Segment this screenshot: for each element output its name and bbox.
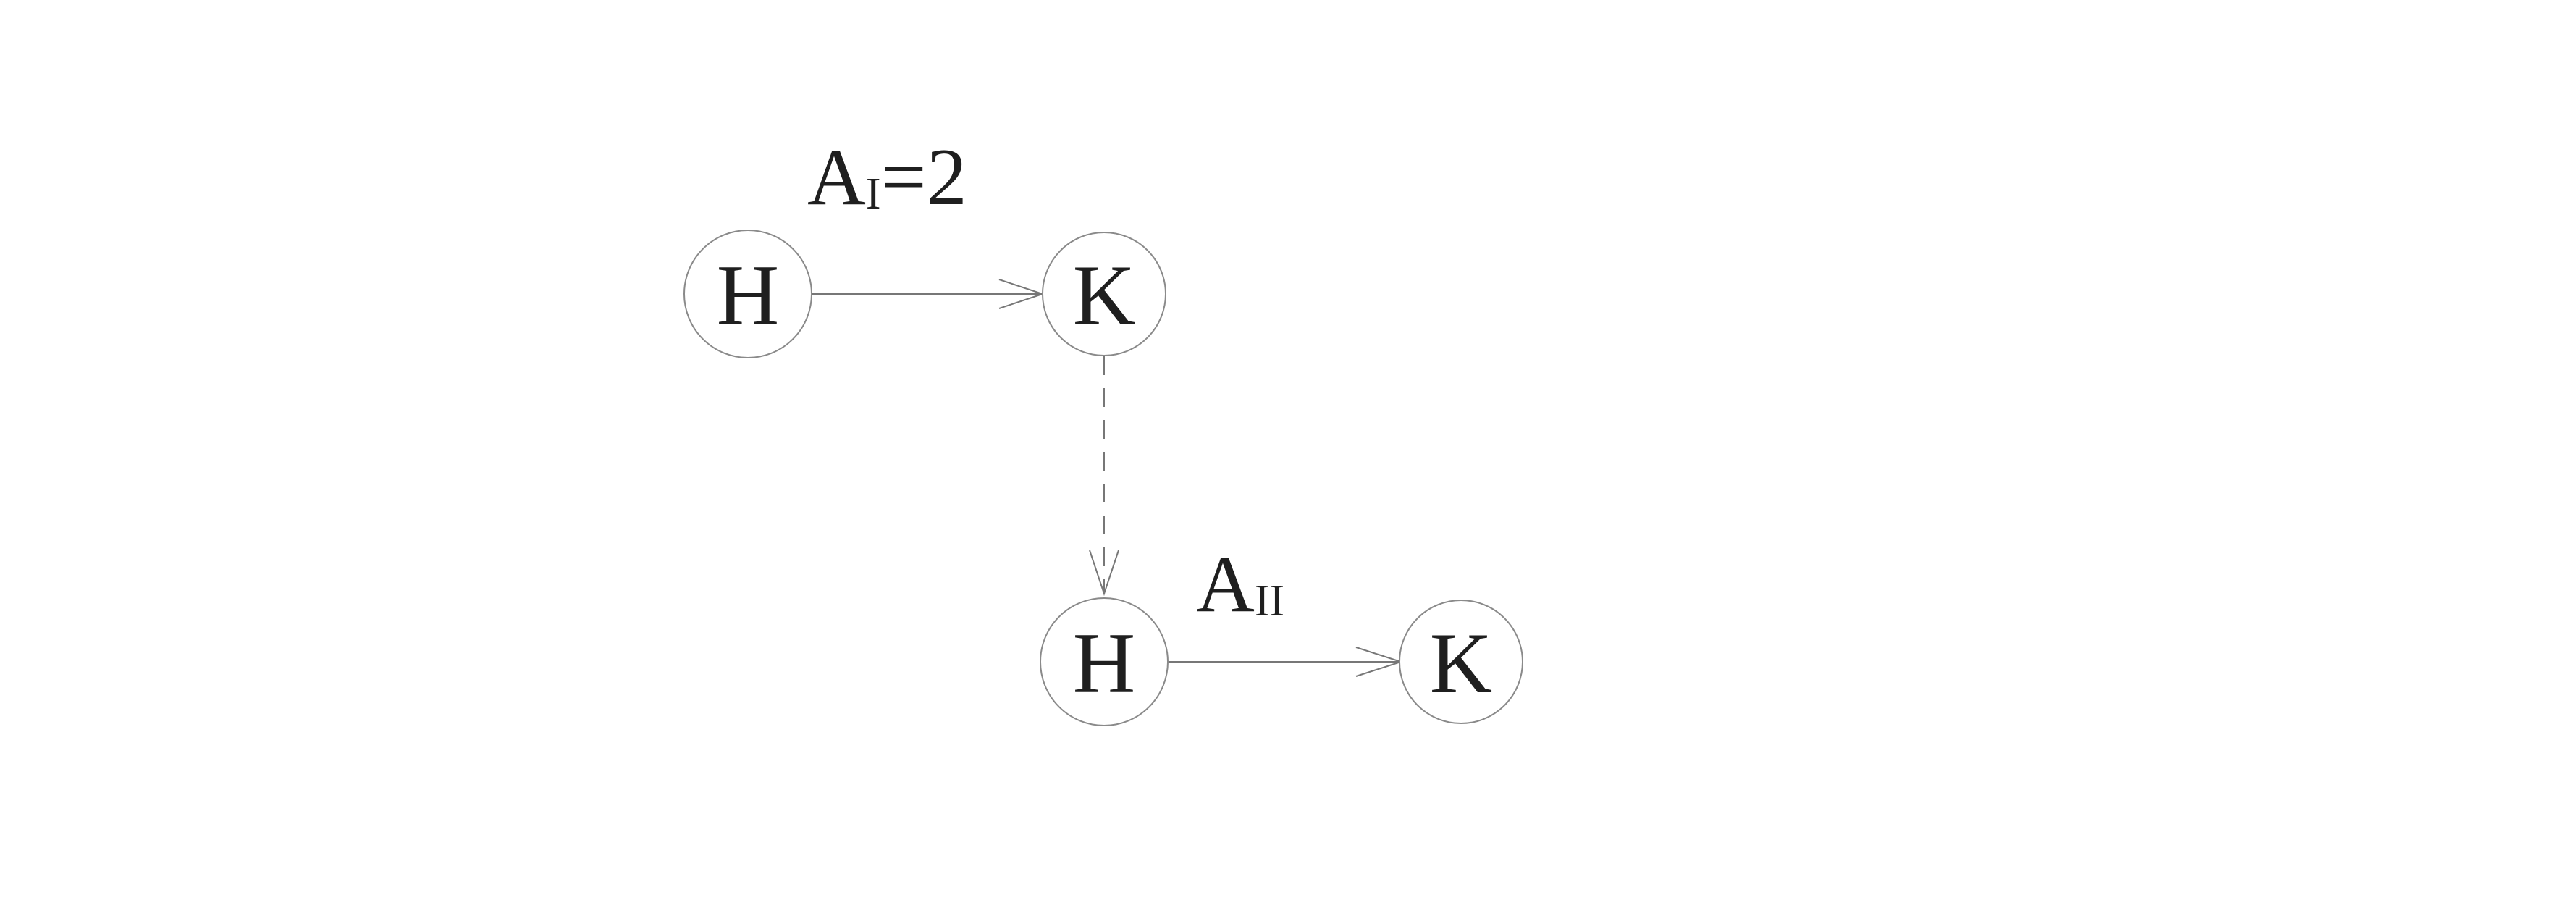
edge-h-to-k-bottom	[1168, 647, 1404, 677]
edge-label-a-ii: AII	[1196, 539, 1284, 629]
edge-label-a-ii-sub: II	[1255, 576, 1284, 626]
node-h-top: H	[683, 230, 812, 358]
arrowhead-icon	[1089, 550, 1119, 597]
node-k-bottom-label: K	[1430, 615, 1493, 711]
node-h-top-label: H	[717, 247, 780, 343]
edge-label-a-i: AI=2	[807, 133, 967, 222]
edge-h-to-k-top	[811, 279, 1045, 309]
node-k-bottom: K	[1399, 600, 1523, 724]
edge-label-a-i-sub: I	[866, 169, 881, 219]
edge-label-a-i-main: A	[807, 133, 866, 222]
edge-label-a-ii-main: A	[1196, 539, 1255, 629]
node-k-top: K	[1042, 232, 1166, 356]
node-h-bottom-label: H	[1073, 615, 1136, 711]
node-k-top-label: K	[1073, 247, 1136, 343]
node-h-bottom: H	[1040, 597, 1169, 726]
edge-label-a-i-suffix: =2	[881, 133, 967, 222]
edge-k-to-h-dashed	[1089, 356, 1119, 597]
